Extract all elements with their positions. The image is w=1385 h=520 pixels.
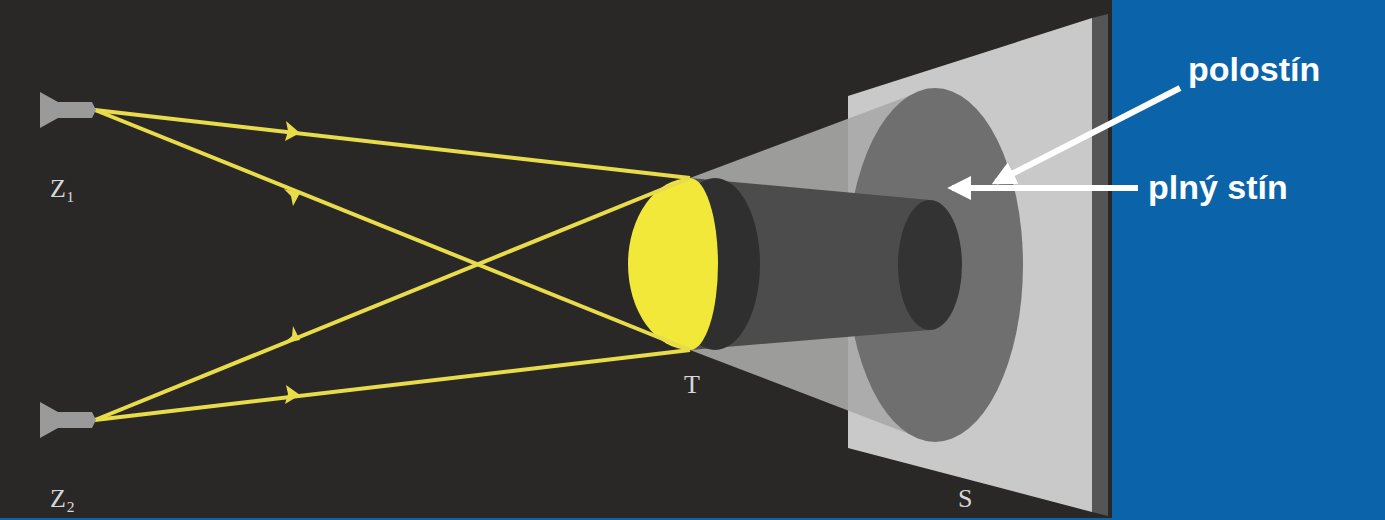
- screen-label: S: [958, 486, 972, 512]
- callout-label: polostín: [1188, 52, 1320, 86]
- source-label: Z₂: [50, 486, 75, 512]
- callout-label: plný stín: [1148, 170, 1288, 204]
- screen-edge: [1092, 14, 1108, 516]
- object-label: T: [684, 372, 700, 398]
- object-lit-side: [628, 178, 718, 350]
- source-label: Z₁: [50, 176, 75, 202]
- leader-arrow: [996, 88, 1180, 182]
- light-source: [40, 92, 96, 438]
- leader-arrow: [952, 185, 1138, 191]
- umbra-ellipse: [898, 200, 962, 330]
- ray-arrowheads: [284, 121, 300, 404]
- dark-background: [0, 0, 1112, 518]
- light-rays: [95, 110, 690, 420]
